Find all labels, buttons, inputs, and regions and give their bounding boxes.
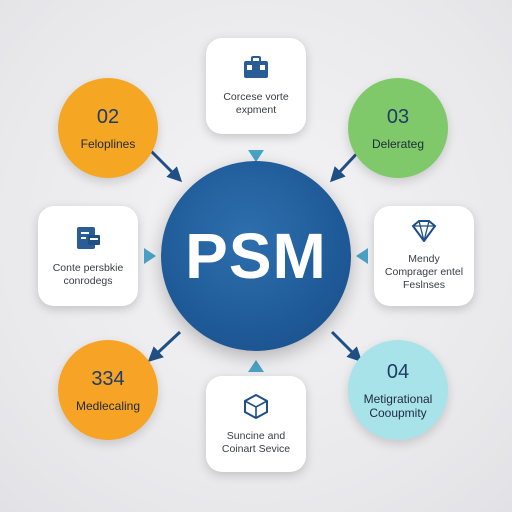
- pointer-left: [144, 248, 156, 264]
- card-right: Mendy Comprager entel Feslnses: [374, 206, 474, 306]
- card-left: Conte persbkie conrodegs: [38, 206, 138, 306]
- card-right-text-2: Comprager entel: [384, 266, 464, 278]
- card-bottom-text-1: Suncine and: [226, 429, 286, 442]
- bubble-top-left-number: 02: [96, 105, 120, 128]
- arrow-bottom-right: [330, 330, 363, 363]
- card-bottom: Suncine and Coinart Sevice: [206, 376, 306, 472]
- diamond-icon: [409, 220, 439, 247]
- card-top-text-1: Corcese vorte: [223, 90, 289, 103]
- bubble-top-left-label: Feloplines: [80, 136, 136, 151]
- bubble-bottom-right-number: 04: [386, 360, 410, 383]
- briefcase-icon: [242, 55, 270, 85]
- arrow-top-left: [146, 146, 183, 183]
- bubble-bottom-right: 04 Metigrational Cooupmity: [348, 340, 448, 440]
- card-top-text-2: expment: [235, 103, 277, 116]
- bubble-bottom-right-label-2: Cooupmity: [369, 405, 427, 420]
- card-top: Corcese vorte expment: [206, 38, 306, 134]
- hub-circle: PSM: [161, 161, 351, 351]
- pointer-top: [248, 150, 264, 162]
- bubble-bottom-right-label: Metigrational: [363, 391, 433, 406]
- bubble-top-right-number: 03: [386, 105, 410, 128]
- pointer-right: [356, 248, 368, 264]
- bubble-bottom-left-label: Medlecaling: [75, 398, 141, 413]
- bubble-top-right-label: Delerateg: [371, 136, 425, 151]
- bubble-bottom-left-number: 334: [91, 367, 125, 390]
- arrow-bottom-left: [147, 330, 182, 363]
- card-bottom-text-2: Coinart Sevice: [221, 442, 291, 455]
- box-icon: [242, 393, 270, 424]
- card-left-text-2: conrodegs: [63, 274, 113, 287]
- card-left-text-1: Conte persbkie: [52, 261, 124, 274]
- document-icon: [74, 225, 102, 256]
- hub-label: PSM: [185, 220, 327, 292]
- bubble-bottom-left: 334 Medlecaling: [58, 340, 158, 440]
- pointer-bottom: [248, 360, 264, 372]
- bubble-top-left: 02 Feloplines: [58, 78, 158, 178]
- card-right-text-3: Feslnses: [402, 279, 445, 291]
- card-right-text-1: Mendy: [408, 253, 440, 265]
- bubble-top-right: 03 Delerateg: [348, 78, 448, 178]
